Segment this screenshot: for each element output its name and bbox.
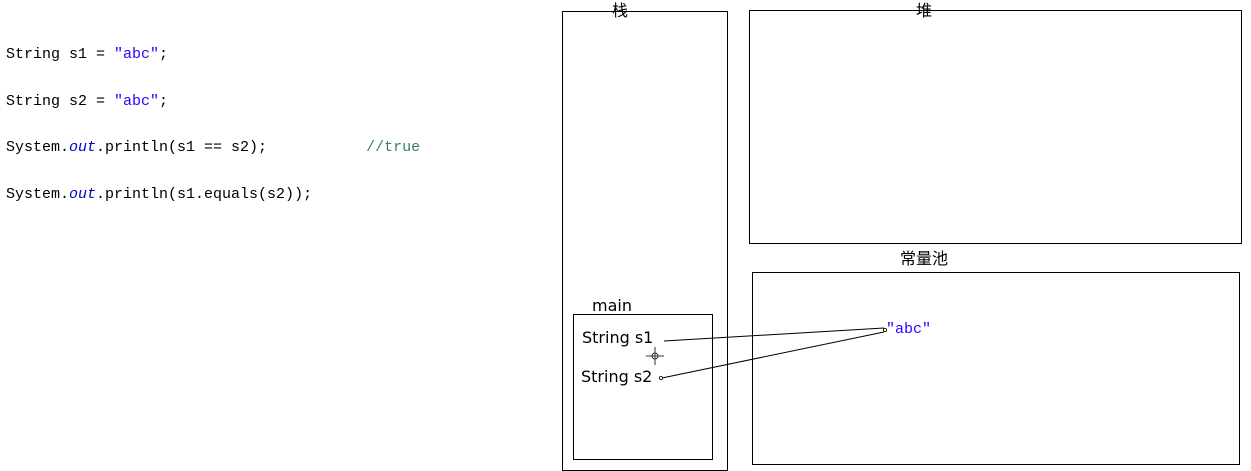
code-line-2: String s2 = "abc"; xyxy=(6,92,169,110)
constant-pool-box xyxy=(752,272,1240,465)
code-listing: String s1 = "abc"; String s2 = "abc"; Sy… xyxy=(6,16,420,218)
code-comment: //true xyxy=(366,139,421,156)
heap-box xyxy=(749,10,1242,244)
variable-s2: String s2 xyxy=(581,367,653,386)
code-line-1: String s1 = "abc"; xyxy=(6,46,169,63)
variable-s1: String s1 xyxy=(582,328,654,347)
constant-pool-label: 常量池 xyxy=(900,249,949,268)
heap-label: 堆 xyxy=(916,1,933,20)
main-frame-box xyxy=(573,314,713,460)
string-literal-abc: "abc" xyxy=(886,321,932,338)
code-line-4: System.out.println(s1.equals(s2)); xyxy=(6,185,313,203)
frame-label: main xyxy=(592,296,632,315)
code-line-3: System.out.println(s1 == s2); //true xyxy=(6,139,421,156)
stack-label: 栈 xyxy=(612,1,629,20)
